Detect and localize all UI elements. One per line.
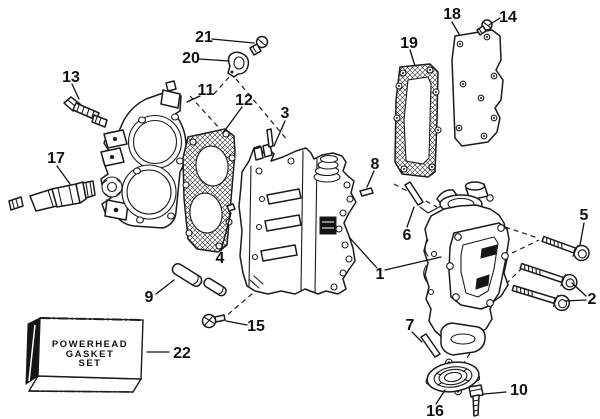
callout-19: 19 [400, 35, 418, 52]
leader-c1a [348, 236, 378, 269]
callout-12: 12 [235, 92, 253, 109]
exhaust-port [319, 216, 337, 235]
part-5-bolt [541, 235, 590, 262]
part-17-spark-plug [8, 180, 96, 212]
part-6-pin [404, 181, 442, 214]
leader-c9 [155, 279, 175, 295]
part-18-exhaust-cover [451, 29, 504, 147]
callout-17: 17 [47, 150, 65, 167]
leader-c8 [366, 170, 375, 188]
callout-21: 21 [195, 29, 213, 46]
callout-20: 20 [182, 50, 200, 67]
leader-c5 [579, 222, 585, 246]
callout-4: 4 [216, 250, 225, 267]
exhaust-gasket-holes [393, 66, 442, 173]
leader-c11 [186, 95, 201, 103]
callout-22: 22 [173, 345, 191, 362]
part-14-screw [476, 19, 493, 36]
intake-ports [475, 244, 498, 290]
exhaust-cover-screw-holes [455, 33, 498, 140]
leader-c19 [409, 49, 416, 67]
part-22-gasket-set-box: POWERHEAD GASKET SET [25, 317, 144, 393]
leader-c6 [406, 206, 415, 228]
callout-3: 3 [281, 105, 290, 122]
head-cylinder-bores [121, 114, 183, 220]
part-20-clamp [227, 51, 250, 78]
box-label-line2: GASKET [66, 349, 115, 360]
callout-7: 7 [406, 317, 415, 334]
part-13-bolt [63, 96, 108, 128]
callout-2: 2 [588, 291, 597, 308]
part-15-screw [201, 313, 226, 329]
head-thermostat-boss [101, 176, 123, 198]
callout-10: 10 [510, 382, 528, 399]
callout-5: 5 [580, 207, 589, 224]
leader-c16 [435, 389, 446, 405]
callout-8: 8 [371, 156, 380, 173]
leader-c20 [198, 58, 230, 62]
box-label-line1: POWERHEAD [52, 339, 128, 350]
leader-c18 [451, 21, 460, 35]
part-7-pin [420, 333, 441, 358]
callout-leader-lines [56, 17, 587, 405]
callout-9: 9 [145, 289, 154, 306]
part-3-cylinder-block [238, 128, 357, 295]
part-21-screw [249, 35, 269, 56]
leader-c3 [273, 120, 286, 147]
block-details [248, 128, 341, 293]
callout-1: 1 [376, 266, 385, 283]
callout-15: 15 [247, 318, 265, 335]
part-2-bolts [511, 262, 578, 312]
leader-c2b [564, 299, 587, 302]
leader-c10 [483, 391, 507, 395]
leader-c13 [71, 83, 80, 100]
callout-14: 14 [499, 9, 517, 26]
crankcase-bolt-holes [427, 224, 509, 307]
part-1-crankcase [423, 181, 510, 356]
leader-c14 [488, 17, 501, 26]
leader-c2a [571, 282, 587, 297]
part-4-dowel-pin [226, 203, 236, 212]
leader-c4 [220, 212, 232, 252]
head-bolt-holes [133, 113, 184, 224]
part-10-screw [468, 384, 484, 417]
leader-c15 [225, 320, 248, 326]
head-lugs [100, 80, 181, 221]
leader-c17 [56, 165, 71, 185]
leader-c1b [384, 256, 442, 271]
callout-18: 18 [443, 6, 461, 23]
part-16-seal-housing [425, 358, 481, 396]
part-19-exhaust-gasket [393, 63, 442, 178]
leader-c7 [411, 331, 423, 343]
part-12-head-gasket [182, 128, 236, 253]
leader-c12 [222, 106, 243, 134]
box-label-line3: SET [79, 358, 102, 369]
part-9-pin-sleeves [171, 262, 227, 297]
callout-16: 16 [426, 403, 444, 419]
callout-6: 6 [403, 227, 412, 244]
block-flange-bolt-holes [330, 181, 354, 291]
crankcase-bottom-boss [440, 322, 486, 356]
callout-numbers: 1 2 3 4 5 6 7 8 9 10 11 12 13 14 15 16 1… [47, 6, 596, 419]
callout-11: 11 [198, 82, 215, 99]
callout-13: 13 [62, 69, 80, 86]
leader-c21 [211, 38, 255, 44]
part-8-pin [359, 187, 374, 197]
head-gasket-bolt-holes [182, 130, 236, 250]
part-11-cylinder-head [100, 80, 187, 229]
